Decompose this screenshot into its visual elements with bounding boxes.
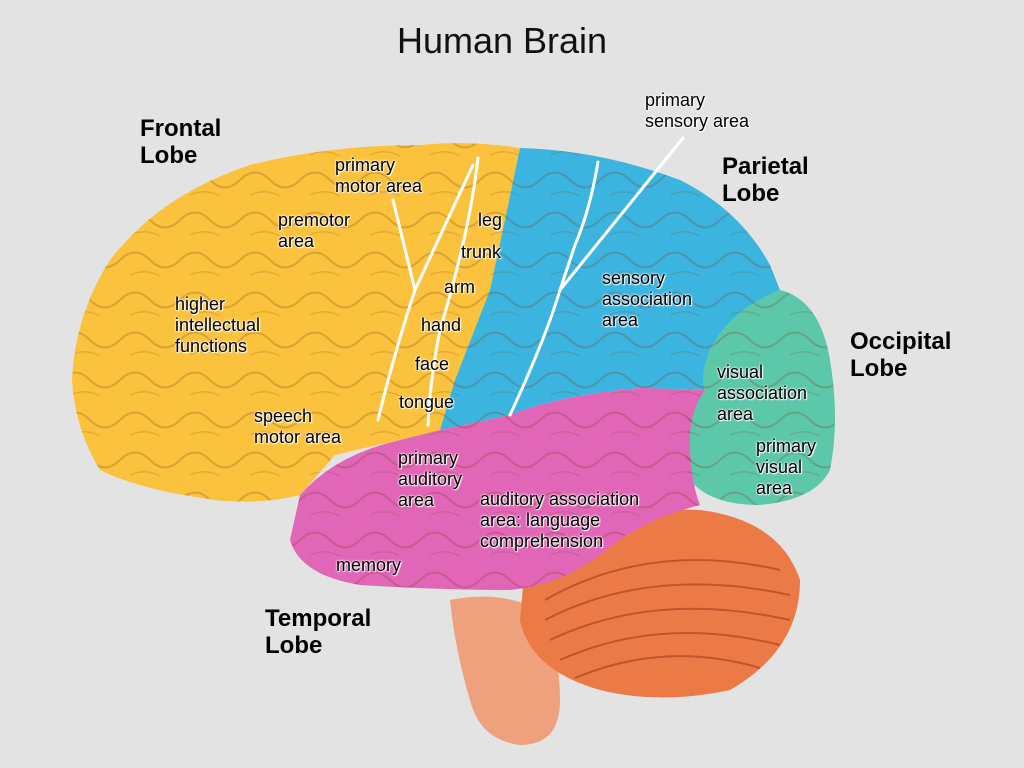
label-line: area <box>756 478 793 498</box>
label-line: area: language <box>480 510 601 530</box>
arm-label: arm <box>444 277 475 297</box>
trunk-label: trunk <box>461 242 502 262</box>
frontal-lobe-label-line2: Lobe <box>140 142 198 169</box>
label-line: area <box>278 231 315 251</box>
auditory-association-area-label: auditory association area: language comp… <box>480 489 639 552</box>
leg-label: leg <box>478 210 503 230</box>
label-line: speech <box>254 406 313 426</box>
frontal-lobe-label-line1: Frontal <box>140 115 222 142</box>
tongue-label: tongue <box>399 392 455 412</box>
label-line: primary <box>645 90 706 110</box>
label-line: intellectual <box>175 315 261 335</box>
frontal-lobe-label: Frontal Lobe <box>140 115 221 169</box>
speech-motor-area-label: speech motor area <box>254 406 341 448</box>
temporal-lobe-label-line1: Temporal <box>265 605 372 632</box>
temporal-lobe-label-line2: Lobe <box>265 632 323 659</box>
label-line: primary <box>335 155 396 175</box>
parietal-lobe-label: Parietal Lobe <box>722 153 809 207</box>
premotor-area-label: premotor area <box>278 210 350 252</box>
label-line: comprehension <box>480 531 604 551</box>
label-line: functions <box>175 336 248 356</box>
temporal-lobe-label: Temporal Lobe <box>265 605 371 659</box>
motor-area-bracket <box>376 163 475 422</box>
slide-title: Human Brain <box>396 20 608 61</box>
occipital-lobe-label-line1: Occipital <box>850 328 952 355</box>
label-line: association <box>602 289 693 309</box>
occipital-lobe-label-line2: Lobe <box>850 355 908 382</box>
temporal-texture <box>290 388 705 590</box>
primary-motor-area-label: primary motor area <box>335 155 422 197</box>
area-bracket-lines <box>376 136 685 427</box>
motor-strip-bracket <box>426 156 480 427</box>
visual-association-area-label: visual association area <box>717 362 807 425</box>
label-line: visual <box>717 362 764 382</box>
label-line: auditory association <box>480 489 640 509</box>
primary-sensory-area-label: primary sensory area <box>645 90 749 132</box>
primary-visual-area-label: primary visual area <box>756 436 816 499</box>
label-line: auditory <box>398 469 463 489</box>
label-line: area <box>602 310 639 330</box>
label-line: area <box>717 404 754 424</box>
label-line: primary <box>756 436 817 456</box>
label-line: sensory <box>602 268 666 288</box>
label-line: visual <box>756 457 803 477</box>
label-line: area <box>398 490 435 510</box>
label-line: motor area <box>335 176 423 196</box>
label-line: motor area <box>254 427 342 447</box>
cerebellum-folds <box>544 559 791 679</box>
primary-auditory-area-label: primary auditory area <box>398 448 462 511</box>
higher-intellectual-functions-label: higher intellectual functions <box>175 294 260 357</box>
face-label: face <box>415 354 450 374</box>
parietal-lobe-label-line1: Parietal <box>722 153 809 180</box>
label-line: primary <box>398 448 459 468</box>
memory-label: memory <box>336 555 402 575</box>
parietal-lobe-label-line2: Lobe <box>722 180 780 207</box>
frontal-texture <box>72 143 520 502</box>
parietal-texture <box>440 148 780 430</box>
label-line: sensory area <box>645 111 750 131</box>
occipital-lobe-label: Occipital Lobe <box>850 328 951 382</box>
label-line: premotor <box>278 210 351 230</box>
sensory-association-area-label: sensory association area <box>602 268 692 331</box>
label-line: higher <box>175 294 226 314</box>
sensory-area-leader <box>558 136 685 292</box>
label-line: association <box>717 383 808 403</box>
occipital-texture <box>685 290 835 505</box>
hand-label: hand <box>421 315 462 335</box>
